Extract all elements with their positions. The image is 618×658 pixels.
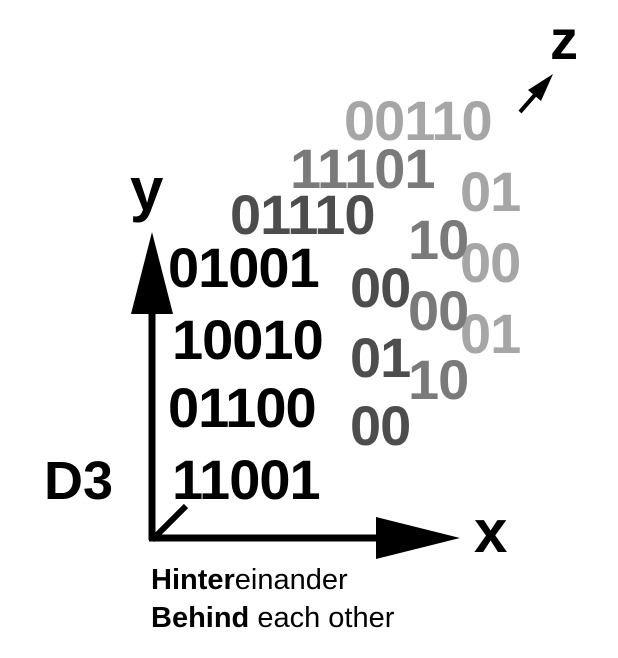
caption-english-rest: each other (249, 602, 395, 634)
layer-3-row-4: 01 (460, 302, 521, 365)
caption-english-bold: Behind (151, 602, 250, 634)
layer-3-row-2: 01 (460, 160, 521, 223)
y-axis-label: y (130, 156, 164, 223)
x-axis-arrowhead (376, 517, 460, 559)
caption-german-rest: einander (234, 564, 348, 596)
y-axis (131, 232, 173, 540)
layer-0-row-1: 01001 (168, 240, 323, 296)
layer-1-row-2: 00 (350, 256, 411, 319)
layer-2-row-3: 00 (408, 279, 469, 342)
caption-german-bold: Hinter (151, 564, 235, 596)
caption-english: Behind each other (151, 601, 394, 635)
z-axis-arrowhead (528, 74, 553, 101)
x-axis-label: x (474, 498, 508, 565)
x-axis (149, 517, 460, 559)
layer-0-row-2: 10010 (172, 312, 327, 368)
dimension-label: D3 (44, 451, 114, 511)
layer-0-row-3: 01100 (168, 380, 320, 436)
caption-german: Hintereinander (151, 563, 348, 597)
layer-2-row-2: 10 (408, 208, 469, 271)
layer-1-row-4: 00 (350, 394, 411, 457)
z-axis-label: z (550, 8, 578, 71)
z-axis (149, 74, 553, 543)
layer-2-row-1: 11101 (290, 137, 436, 200)
y-axis-arrowhead (131, 232, 173, 314)
layer-3-row-1: 00110 (344, 89, 493, 152)
layer-1-row-1: 01110 (230, 183, 376, 246)
layer-1-row-3: 01 (350, 326, 411, 389)
layer-3-row-3: 00 (460, 231, 521, 294)
layer-2-row-4: 10 (408, 348, 469, 411)
layer-0-row-4: 11001 (172, 448, 321, 511)
